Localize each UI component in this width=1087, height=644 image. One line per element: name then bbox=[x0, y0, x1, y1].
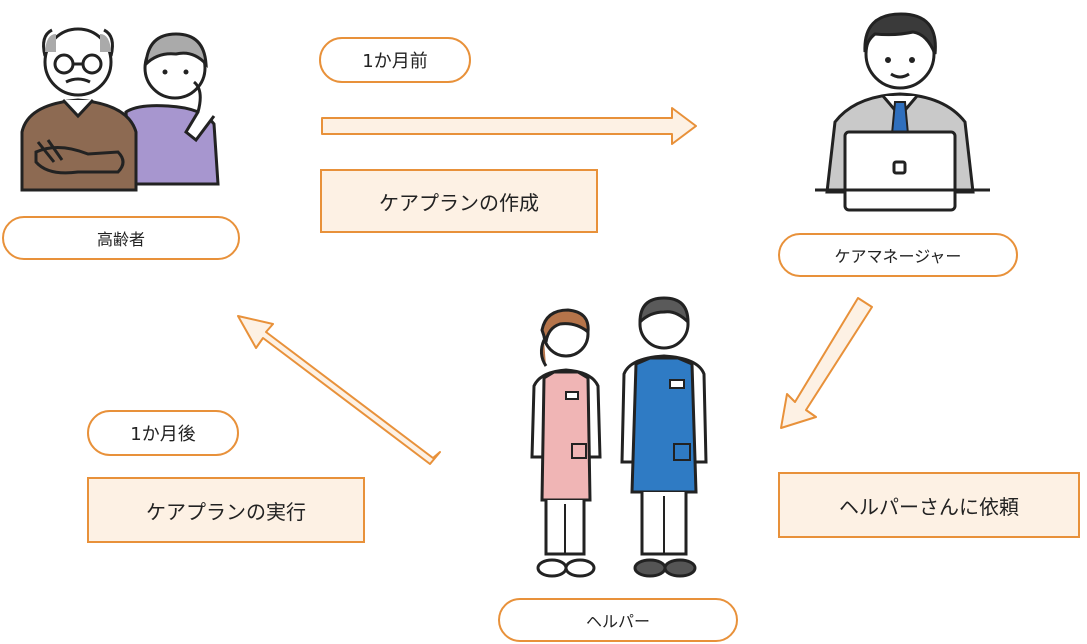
helper-label: ヘルパー bbox=[498, 598, 738, 642]
elderly-couple-illustration bbox=[20, 27, 220, 192]
request-helper-box: ヘルパーさんに依頼 bbox=[778, 472, 1080, 538]
care-manager-illustration bbox=[815, 12, 990, 212]
arrow-to-care-manager bbox=[321, 107, 697, 145]
execute-care-plan-box: ケアプランの実行 bbox=[87, 477, 365, 543]
one-month-before-tag: 1か月前 bbox=[319, 37, 471, 83]
create-care-plan-box: ケアプランの作成 bbox=[320, 169, 598, 233]
elderly-label: 高齢者 bbox=[2, 216, 240, 260]
care-manager-label: ケアマネージャー bbox=[778, 233, 1018, 277]
arrow-to-helper bbox=[780, 297, 873, 429]
one-month-after-tag: 1か月後 bbox=[87, 410, 239, 456]
helpers-illustration bbox=[530, 296, 708, 578]
arrow-to-elderly bbox=[237, 315, 441, 465]
